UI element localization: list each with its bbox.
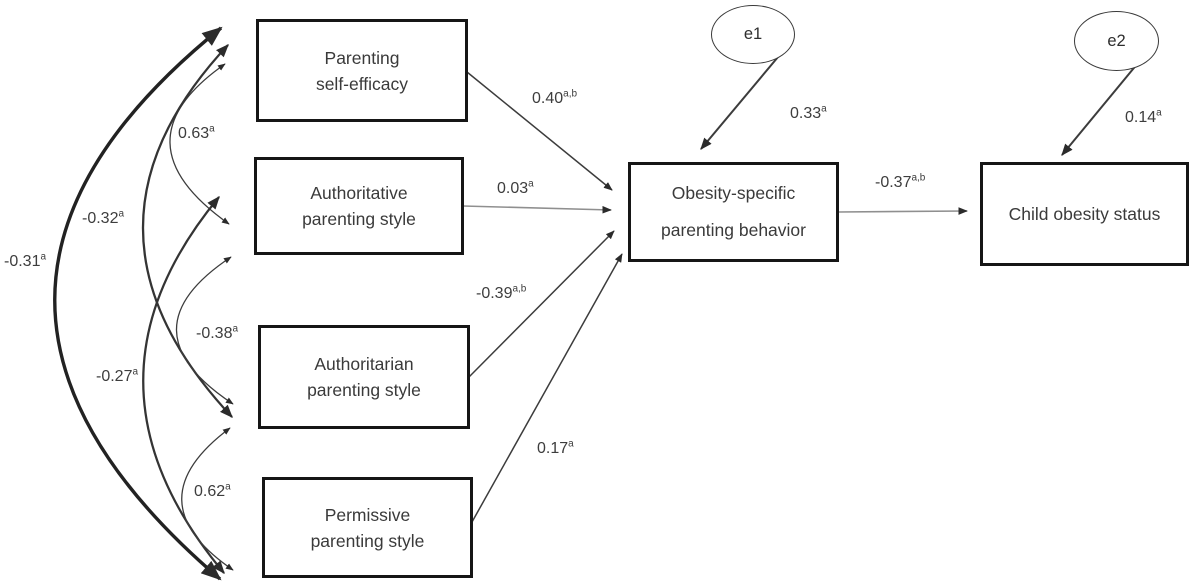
coef-authoritative-authoritarian: -0.38a	[196, 323, 239, 342]
node-label-line: parenting behavior	[661, 220, 806, 240]
node-label-line: Child obesity status	[1008, 204, 1161, 224]
coef-ospb-to-child: -0.37a,b	[875, 172, 926, 191]
node-permissive-parenting-style: Permissive parenting style	[262, 477, 473, 578]
coef-pse-to-ospb: 0.40a,b	[532, 88, 578, 107]
coef-authoritarian-to-ospb: -0.39a,b	[476, 283, 527, 302]
curve-pse-authoritative	[169, 63, 230, 225]
arrow-pse-to-ospb	[466, 71, 613, 191]
coef-pse-authoritative: 0.63a	[178, 123, 215, 142]
arrow-ospb-to-child	[837, 207, 968, 215]
node-label-line: parenting style	[307, 380, 421, 400]
node-child-obesity-status: Child obesity status	[980, 162, 1189, 266]
error-term-label: e1	[743, 25, 763, 43]
coef-e2-to-child: 0.14a	[1125, 107, 1162, 126]
node-label-line: Parenting	[324, 47, 400, 68]
node-label-line: Authoritarian	[314, 354, 414, 374]
arrow-authoritative-to-ospb	[462, 205, 612, 214]
curve-pse-permissive	[53, 26, 223, 581]
node-label-line: Obesity-specific	[671, 183, 796, 203]
node-label-line: Authoritative	[310, 183, 408, 203]
coef-permissive-to-ospb: 0.17a	[537, 438, 574, 457]
coef-e1-to-ospb: 0.33a	[790, 103, 827, 122]
arrow-e2-to-child	[1061, 62, 1139, 156]
curve-authoritarian-permissive	[181, 427, 234, 571]
error-term-e2: e2	[1074, 11, 1159, 71]
node-label-line: parenting style	[302, 209, 416, 229]
arrow-authoritarian-to-ospb	[468, 230, 615, 378]
node-label-line: parenting style	[310, 530, 425, 551]
coef-pse-permissive: -0.31a	[4, 251, 47, 270]
node-authoritative-parenting-style: Authoritative parenting style	[254, 157, 464, 255]
error-term-e1: e1	[711, 5, 795, 64]
error-term-label: e2	[1107, 31, 1126, 50]
coef-pse-authoritarian: -0.32a	[82, 208, 125, 227]
coef-authoritative-to-ospb: 0.03a	[497, 178, 534, 197]
arrow-e1-to-ospb	[700, 56, 779, 150]
coef-authoritarian-permissive: 0.62a	[194, 481, 231, 500]
node-authoritarian-parenting-style: Authoritarian parenting style	[258, 325, 470, 429]
node-parenting-self-efficacy: Parenting self-efficacy	[256, 19, 468, 122]
node-label-line: self-efficacy	[315, 73, 409, 94]
node-label-line: Permissive	[324, 504, 411, 525]
node-obesity-specific-parenting-behavior: Obesity-specific parenting behavior	[628, 162, 839, 262]
arrow-permissive-to-ospb	[471, 253, 623, 523]
coef-authoritative-permissive: -0.27a	[96, 366, 139, 385]
